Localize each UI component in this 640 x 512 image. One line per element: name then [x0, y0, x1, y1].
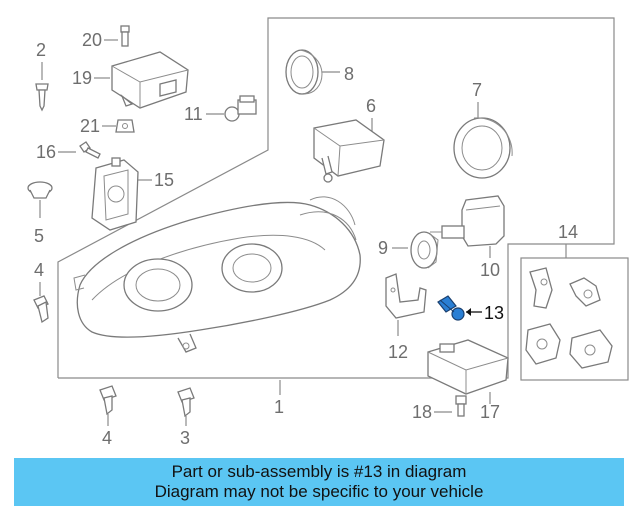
bulb-10 [430, 195, 505, 247]
nut-21 [115, 119, 135, 133]
callout-10: 10 [480, 260, 500, 280]
callout-16: 16 [36, 142, 56, 162]
info-banner: Part or sub-assembly is #13 in diagram D… [14, 458, 624, 506]
retainer-9 [410, 231, 439, 269]
screw-2 [35, 83, 49, 112]
callout-12: 12 [388, 342, 408, 362]
callout-4-left: 4 [34, 260, 44, 280]
callout-14: 14 [558, 222, 578, 242]
callout-17: 17 [480, 402, 500, 422]
callout-3: 3 [180, 428, 190, 448]
cap-5 [27, 181, 53, 199]
callout-8: 8 [344, 64, 354, 84]
ballast-17 [427, 339, 509, 395]
callout-20: 20 [82, 30, 102, 50]
seal-ring-8 [285, 49, 323, 95]
callout-11: 11 [184, 104, 203, 124]
cover-7 [453, 117, 513, 179]
screw-3 [177, 387, 195, 418]
callout-5: 5 [34, 226, 44, 246]
callout-4-bottom: 4 [102, 428, 112, 448]
subassembly-14-box [520, 257, 629, 381]
callout-2: 2 [36, 40, 46, 60]
screw-4-bottom [99, 385, 117, 416]
bracket-12 [385, 273, 427, 319]
callout-9: 9 [378, 238, 388, 258]
callout-6: 6 [366, 96, 376, 116]
screw-4-left [33, 295, 49, 324]
bulb-11 [224, 95, 257, 122]
screw-13-highlighted [437, 295, 465, 321]
bolt-20 [120, 25, 130, 47]
repair-kit-14 [525, 267, 613, 369]
callout-18: 18 [412, 402, 432, 422]
banner-line-2: Diagram may not be specific to your vehi… [154, 482, 484, 501]
callout-15: 15 [154, 170, 174, 190]
callout-21: 21 [80, 116, 100, 136]
callout-19: 19 [72, 68, 92, 88]
headlamp-housing [73, 196, 361, 353]
callout-13: 13 [484, 303, 504, 323]
bracket-15 [91, 157, 139, 231]
screw-16 [79, 141, 101, 159]
callout-1: 1 [274, 397, 284, 417]
control-module-19 [111, 51, 189, 109]
actuator-6 [313, 119, 385, 183]
callout-7: 7 [472, 80, 482, 100]
bolt-18 [455, 395, 467, 417]
banner-line-1: Part or sub-assembly is #13 in diagram [171, 462, 467, 481]
